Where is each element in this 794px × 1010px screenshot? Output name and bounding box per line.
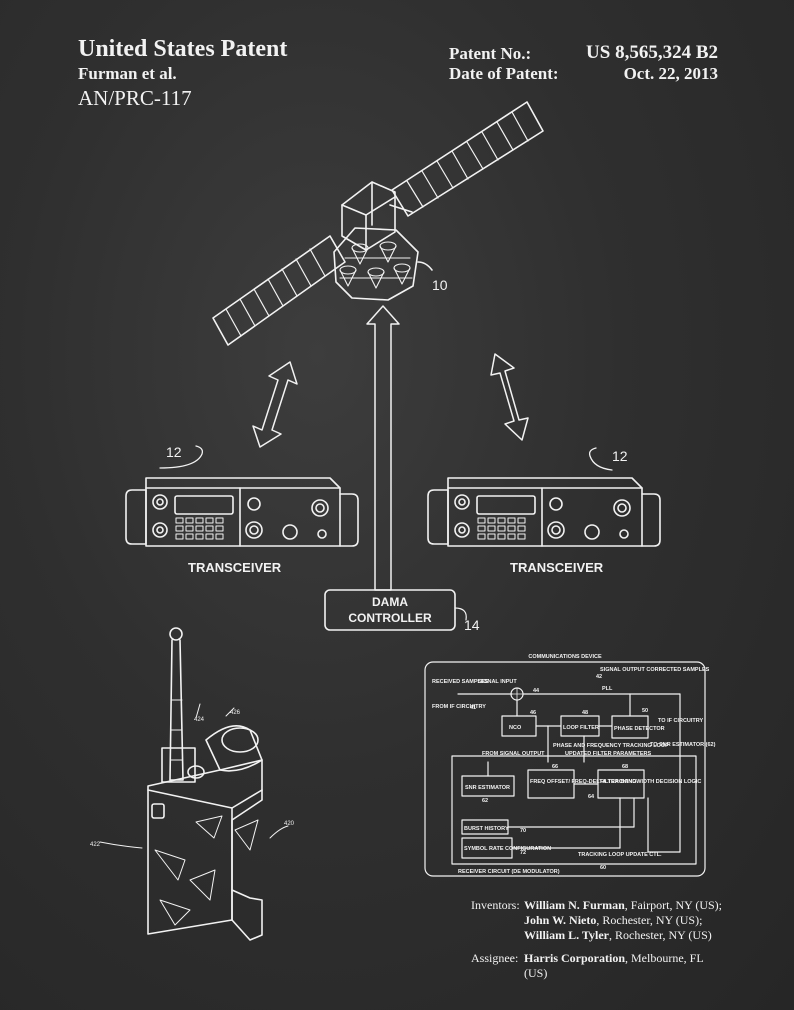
bd-symbol-rate: SYMBOL RATE CONFIGURATION — [464, 846, 551, 852]
link-arrow-right — [490, 353, 529, 441]
transceiver-right — [427, 447, 661, 547]
patent-authors: Furman et al. — [78, 64, 177, 83]
patent-date: Oct. 22, 2013 — [623, 64, 718, 83]
inventors-label: Inventors: — [471, 898, 520, 912]
bd-ref-68: 68 — [622, 764, 628, 770]
assignee-location-2: (US) — [524, 966, 548, 980]
bd-signal-input: SIGNAL INPUT — [478, 679, 517, 685]
date-label: Date of Patent: — [449, 64, 559, 83]
bd-ref-50: 50 — [642, 708, 648, 714]
bd-updated-params: UPDATED FILTER PARAMETERS — [565, 751, 651, 757]
dama-controller-box — [324, 589, 456, 631]
bd-ref-41: 41 — [470, 705, 476, 711]
bd-title: COMMUNICATIONS DEVICE — [528, 654, 602, 660]
bd-from-if: FROM IF CIRCUITRY — [432, 704, 486, 710]
radio-ref-422: 422 — [90, 842, 101, 848]
uplink-arrow — [366, 305, 400, 591]
right-solar-panel — [391, 101, 544, 217]
inventor-1-name: William N. Furman — [524, 898, 625, 912]
inventor-1: William N. Furman, Fairport, NY (US); — [524, 898, 722, 913]
bd-filter-logic: FILTER BANDWIDTH DECISION LOGIC — [600, 779, 701, 785]
bd-ref-62: 62 — [482, 798, 488, 804]
controller-leader — [454, 607, 467, 621]
controller-line1: DAMA — [372, 595, 408, 609]
transceiver-left-ref: 12 — [166, 444, 182, 460]
link-arrow-left — [252, 361, 298, 448]
inventor-2-name: John W. Nieto — [524, 913, 597, 927]
bd-ref-72: 72 — [520, 850, 526, 856]
bd-ref-64: 64 — [588, 794, 595, 800]
patent-number-label: Patent No.: — [449, 44, 532, 63]
right-panel-ribs — [406, 111, 529, 208]
satellite-payload — [333, 227, 419, 301]
radio-ref-424: 424 — [194, 717, 205, 723]
bd-ref-70: 70 — [520, 828, 526, 834]
inventor-2-location: , Rochester, NY (US); — [596, 913, 703, 927]
radio-ref-426: 426 — [230, 710, 241, 716]
assignee: Harris Corporation, Melbourne, FL — [524, 951, 704, 966]
bd-tracking-update: TRACKING LOOP UPDATE CTL. — [578, 852, 662, 858]
radio-ref-420: 420 — [284, 821, 295, 827]
transceiver-left — [125, 445, 359, 547]
block-diagram — [424, 661, 706, 877]
receiver-circuit-frame — [451, 755, 697, 865]
bd-to-snr: TO SNR ESTIMATOR (62) — [650, 742, 716, 748]
left-panel-ribs — [225, 248, 326, 337]
bd-snr-estimator: SNR ESTIMATOR — [465, 785, 510, 791]
transceiver-right-label: TRANSCEIVER — [510, 560, 604, 575]
inventor-3: William L. Tyler, Rochester, NY (US) — [524, 928, 712, 943]
bd-burst-history: BURST HISTORY — [464, 826, 509, 832]
assignee-label: Assignee: — [471, 951, 519, 965]
communications-device-frame — [424, 661, 706, 877]
bd-from-signal-output: FROM SIGNAL OUTPUT — [482, 751, 545, 757]
controller-ref: 14 — [464, 617, 480, 633]
bd-ref-46: 46 — [530, 710, 536, 716]
satellite-body — [341, 181, 396, 251]
bd-freq-offset: FREQ OFFSET/ FREQ-DELTA TRACKING — [530, 779, 637, 785]
patent-title: United States Patent — [78, 36, 288, 62]
handheld-radio — [99, 627, 289, 941]
bd-ref-44: 44 — [533, 688, 540, 694]
inventor-3-location: , Rochester, NY (US) — [609, 928, 712, 942]
assignee-name: Harris Corporation — [524, 951, 625, 965]
bd-ref-66: 66 — [552, 764, 558, 770]
assignee-location: , Melbourne, FL — [625, 951, 704, 965]
controller-line2: CONTROLLER — [348, 611, 432, 625]
inventor-3-name: William L. Tyler — [524, 928, 610, 942]
satellite — [212, 101, 544, 346]
device-model: AN/PRC-117 — [78, 86, 192, 110]
bd-ref-48: 48 — [582, 710, 588, 716]
bd-pll: PLL — [602, 686, 613, 692]
bd-ref-60: 60 — [600, 865, 606, 871]
transceiver-left-label: TRANSCEIVER — [188, 560, 282, 575]
left-solar-panel — [212, 235, 346, 346]
bd-receiver-circuit: RECEIVER CIRCUIT (DE MODULATOR) — [458, 869, 560, 875]
inventor-2: John W. Nieto, Rochester, NY (US); — [524, 913, 702, 928]
bd-received-samples: RECEIVED SAMPLES — [432, 679, 489, 685]
bd-signal-output: SIGNAL OUTPUT CORRECTED SAMPLES — [600, 667, 710, 673]
bd-loop-filter: LOOP FILTER — [563, 725, 599, 731]
bd-phase-detector: PHASE DETECTOR — [614, 726, 665, 732]
satellite-leader — [417, 261, 433, 271]
bd-ref-42: 42 — [596, 674, 602, 680]
bd-nco: NCO — [509, 725, 522, 731]
bd-to-if: TO IF CIRCUITRY — [658, 718, 704, 724]
bd-tracking-loop: PHASE AND FREQUENCY TRACKING LOOP — [553, 743, 669, 749]
inventor-1-location: , Fairport, NY (US); — [624, 898, 722, 912]
transceiver-right-ref: 12 — [612, 448, 628, 464]
patent-number: US 8,565,324 B2 — [586, 42, 718, 63]
satellite-ref: 10 — [432, 277, 448, 293]
